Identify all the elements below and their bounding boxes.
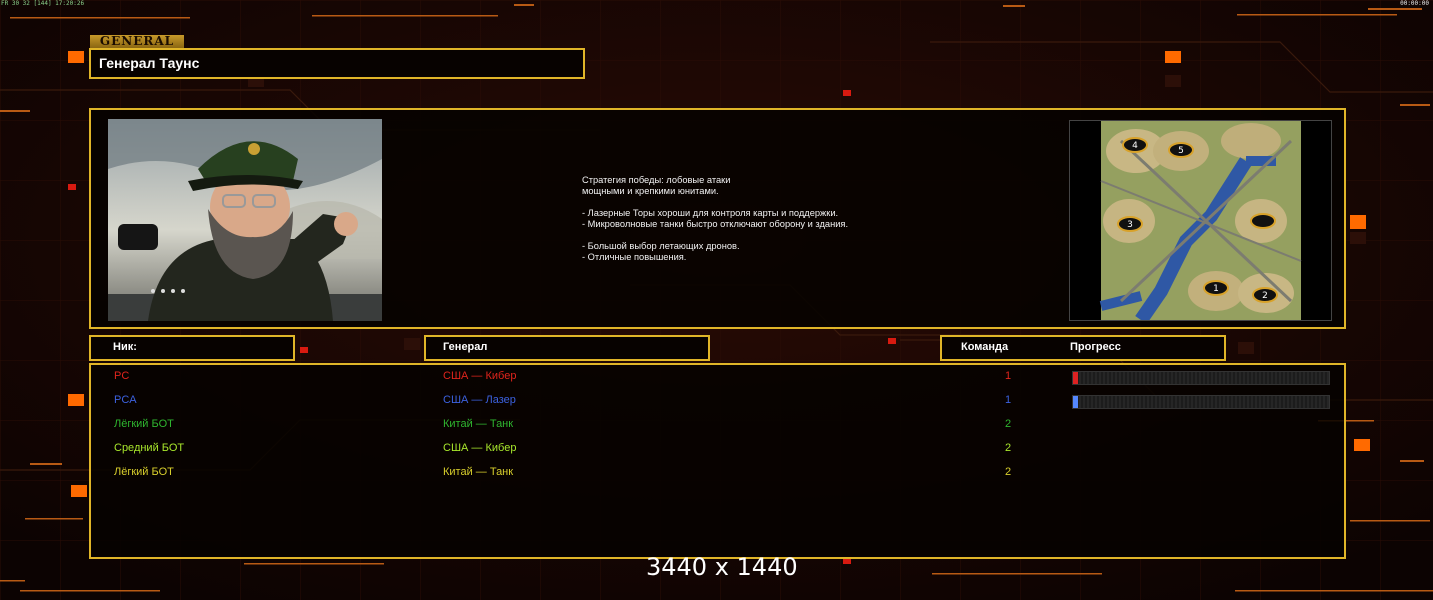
header-progress-label: Прогресс xyxy=(1070,341,1121,353)
resolution-label: 3440 x 1440 xyxy=(646,553,798,581)
description-line: - Микроволновые танки быстро отключают о… xyxy=(582,219,849,229)
player-row: PC США — Кибер 1 xyxy=(91,367,1344,391)
description-line: - Большой выбор летающих дронов. xyxy=(582,241,740,251)
general-description: Стратегия победы: лобовые атаки мощными … xyxy=(582,175,848,263)
svg-text:1: 1 xyxy=(1213,284,1219,294)
header-general-label: Генерал xyxy=(443,341,488,353)
map-spot: 3 xyxy=(1117,216,1143,232)
player-progress-bar xyxy=(1072,371,1330,385)
svg-text:5: 5 xyxy=(1178,146,1184,156)
player-general: Китай — Танк xyxy=(443,466,514,478)
header-team-label: Команда xyxy=(961,341,1009,353)
svg-text:3: 3 xyxy=(1127,220,1133,230)
svg-text:4: 4 xyxy=(1132,141,1138,151)
svg-text:2: 2 xyxy=(1262,291,1268,301)
player-nick: PCA xyxy=(114,394,137,406)
player-general: Китай — Танк xyxy=(443,418,514,430)
player-general: США — Лазер xyxy=(443,394,516,406)
header-nick: Ник: xyxy=(89,335,295,361)
players-panel: PC США — Кибер 1 PCA США — Лазер 1 Лёгки… xyxy=(89,363,1346,559)
game-clock: 00:00:00 xyxy=(1400,0,1429,7)
player-team: 2 xyxy=(1004,418,1012,430)
description-line: - Отличные повышения. xyxy=(582,252,687,262)
fps-counter: FR 30 32 [144] 17:20:26 xyxy=(1,0,85,7)
map-spot: 1 xyxy=(1203,280,1229,296)
map-spot: 5 xyxy=(1168,142,1194,158)
header-team-progress: Команда Прогресс xyxy=(940,335,1226,361)
header-nick-label: Ник: xyxy=(113,341,137,353)
player-team: 2 xyxy=(1004,466,1012,478)
player-team: 1 xyxy=(1004,394,1012,406)
player-nick: PC xyxy=(114,370,130,382)
general-name: Генерал Таунс xyxy=(99,55,200,71)
player-row: Лёгкий БОТ Китай — Танк 2 xyxy=(91,415,1344,439)
player-row: PCA США — Лазер 1 xyxy=(91,391,1344,415)
description-line: мощными и крепкими юнитами. xyxy=(582,186,719,196)
header-general: Генерал xyxy=(424,335,710,361)
general-info-panel: Стратегия победы: лобовые атаки мощными … xyxy=(89,108,1346,329)
player-row: Лёгкий БОТ Китай — Танк 2 xyxy=(91,463,1344,487)
player-nick: Лёгкий БОТ xyxy=(114,466,174,478)
description-line xyxy=(582,197,848,208)
description-line: Стратегия победы: лобовые атаки xyxy=(582,175,731,185)
description-line: - Лазерные Торы хороши для контроля карт… xyxy=(582,208,839,218)
player-progress-fill xyxy=(1073,372,1079,384)
description-line xyxy=(582,230,848,241)
player-nick: Лёгкий БОТ xyxy=(114,418,174,430)
map-spot: 2 xyxy=(1252,287,1278,303)
player-team: 1 xyxy=(1004,370,1012,382)
player-team: 2 xyxy=(1004,442,1012,454)
map-spot xyxy=(1250,213,1276,229)
general-title-box: Генерал Таунс xyxy=(89,48,585,79)
map-spot: 4 xyxy=(1122,137,1148,153)
player-row: Средний БОТ США — Кибер 2 xyxy=(91,439,1344,463)
player-general: США — Кибер xyxy=(443,442,517,454)
general-logo: GENERAL xyxy=(90,35,184,48)
player-progress-fill xyxy=(1073,396,1079,408)
player-progress-bar xyxy=(1072,395,1330,409)
player-general: США — Кибер xyxy=(443,370,517,382)
player-nick: Средний БОТ xyxy=(114,442,185,454)
general-portrait xyxy=(108,119,382,321)
map-preview: 4 5 3 1 2 xyxy=(1069,120,1332,321)
